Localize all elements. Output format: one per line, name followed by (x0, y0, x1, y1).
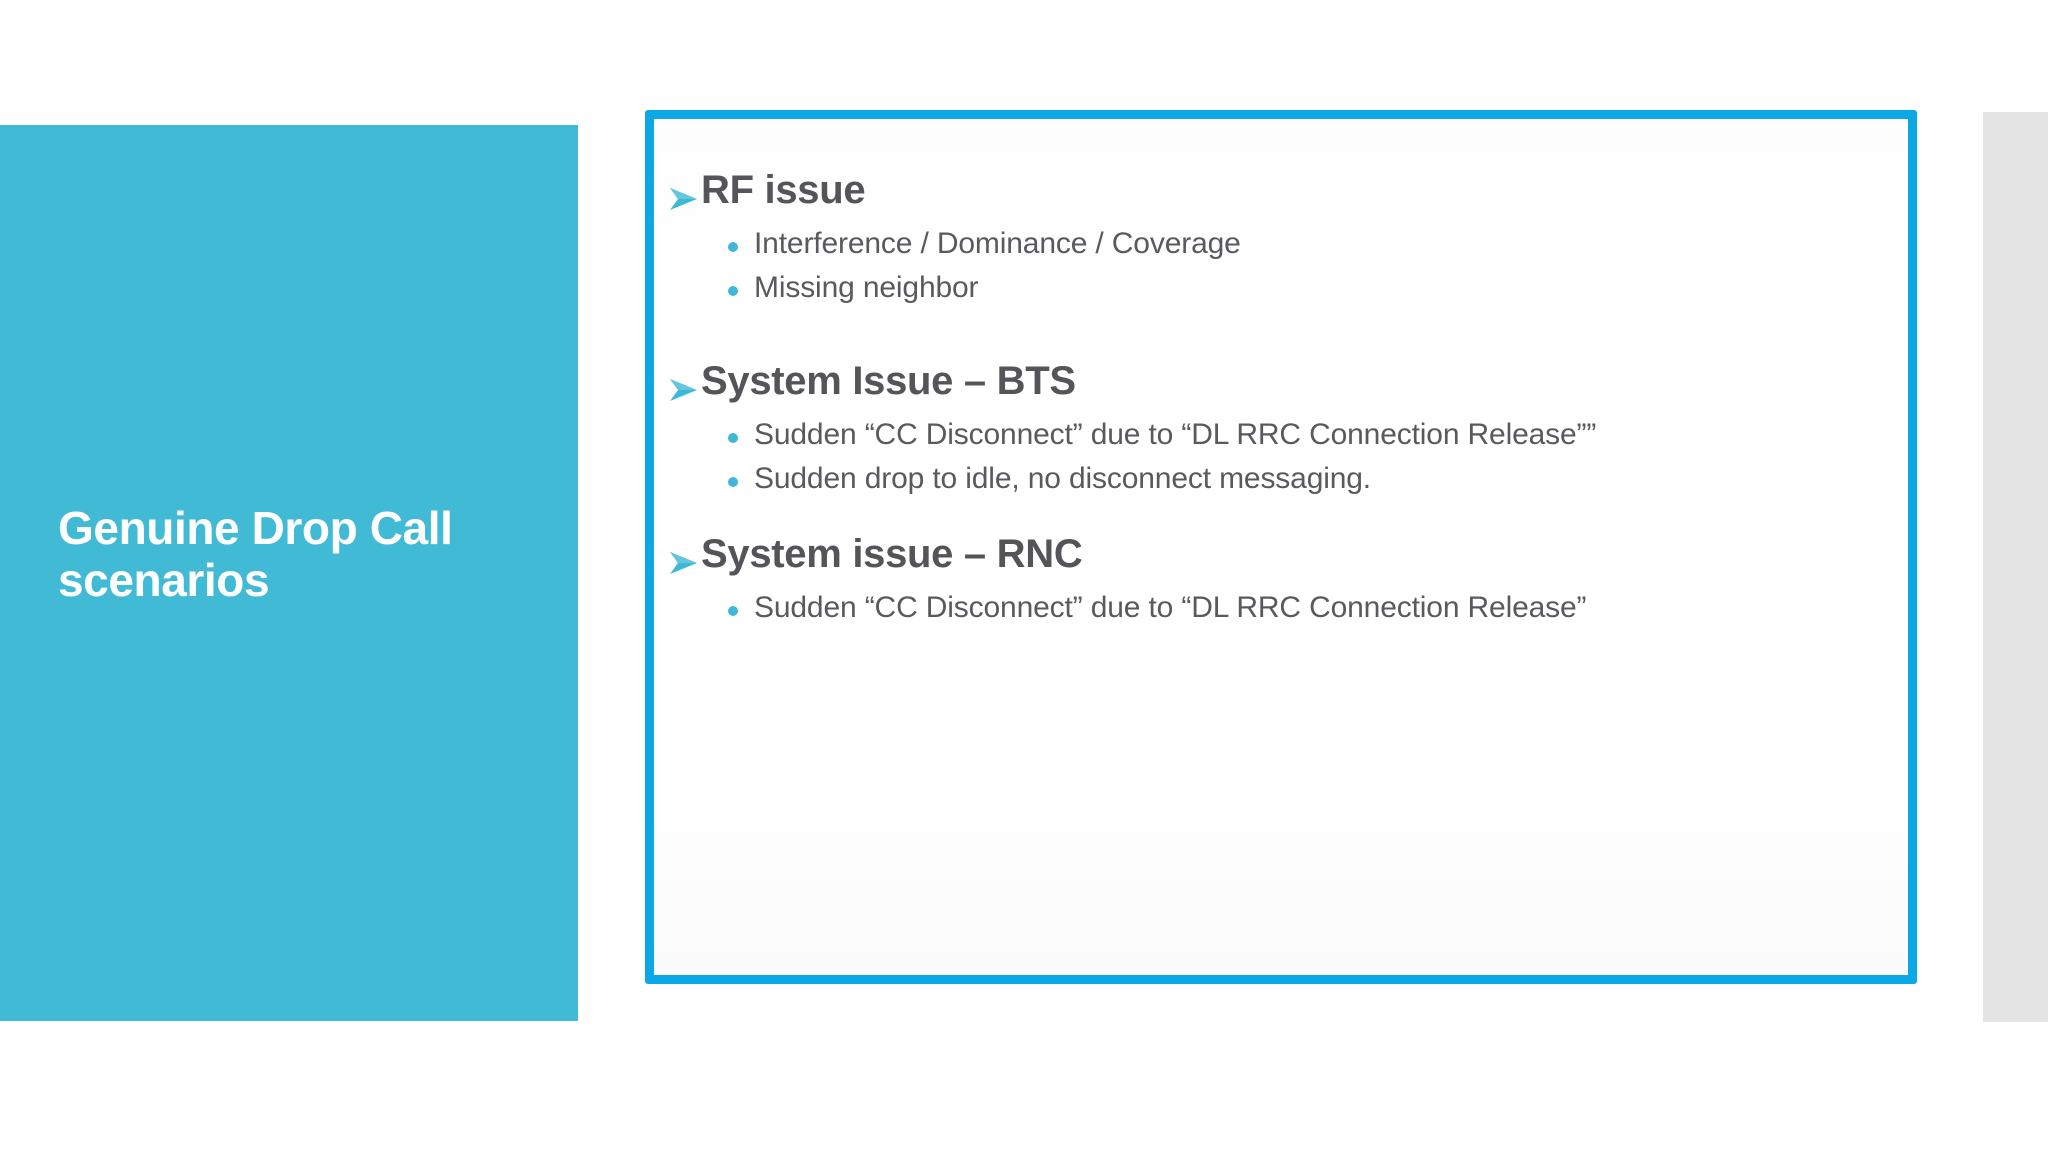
sub-bullet-text: Interference / Dominance / Coverage (754, 227, 1241, 260)
sub-bullet-row: Interference / Dominance / Coverage (728, 226, 1898, 263)
bullet-heading: System issue – RNC (701, 532, 1083, 577)
content-box: RF issue Interference / Dominance / Cove… (645, 110, 1917, 984)
bullet-heading: System Issue – BTS (701, 359, 1076, 404)
bullet-group: System Issue – BTS Sudden “CC Disconnect… (666, 358, 1898, 497)
page-title: Genuine Drop Call scenarios (58, 502, 453, 606)
next-slide-strip (1983, 112, 2048, 1022)
dot-bullet-icon (728, 606, 738, 617)
spacer (666, 306, 1898, 358)
sub-bullet-row: Sudden “CC Disconnect” due to “DL RRC Co… (728, 417, 1898, 454)
bullet-group: System issue – RNC Sudden “CC Disconnect… (666, 531, 1898, 627)
dot-bullet-icon (728, 476, 738, 487)
bullet-heading-row: System Issue – BTS (666, 358, 1898, 410)
dot-bullet-icon (728, 242, 738, 252)
arrow-bullet-icon (670, 552, 697, 575)
title-panel: Genuine Drop Call scenarios (0, 125, 578, 1021)
bullet-group: RF issue Interference / Dominance / Cove… (666, 167, 1898, 306)
sub-bullet-text: Missing neighbor (754, 270, 979, 304)
bullet-heading-row: RF issue (666, 167, 1898, 219)
sub-bullet-text: Sudden “CC Disconnect” due to “DL RRC Co… (754, 591, 1587, 625)
sub-bullet-row: Sudden “CC Disconnect” due to “DL RRC Co… (728, 590, 1898, 627)
sub-bullet-row: Missing neighbor (728, 270, 1898, 307)
bullet-heading: RF issue (701, 168, 866, 212)
sub-bullet-row: Sudden drop to idle, no disconnect messa… (728, 461, 1898, 498)
arrow-bullet-icon (670, 188, 697, 210)
bullet-heading-row: System issue – RNC (666, 531, 1898, 583)
arrow-bullet-icon (670, 379, 697, 402)
sub-bullet-text: Sudden drop to idle, no disconnect messa… (754, 461, 1371, 495)
sub-bullet-text: Sudden “CC Disconnect” due to “DL RRC Co… (754, 418, 1597, 452)
dot-bullet-icon (728, 285, 738, 296)
dot-bullet-icon (728, 433, 738, 444)
bullet-list: RF issue Interference / Dominance / Cove… (666, 167, 1898, 627)
spacer (666, 497, 1898, 531)
